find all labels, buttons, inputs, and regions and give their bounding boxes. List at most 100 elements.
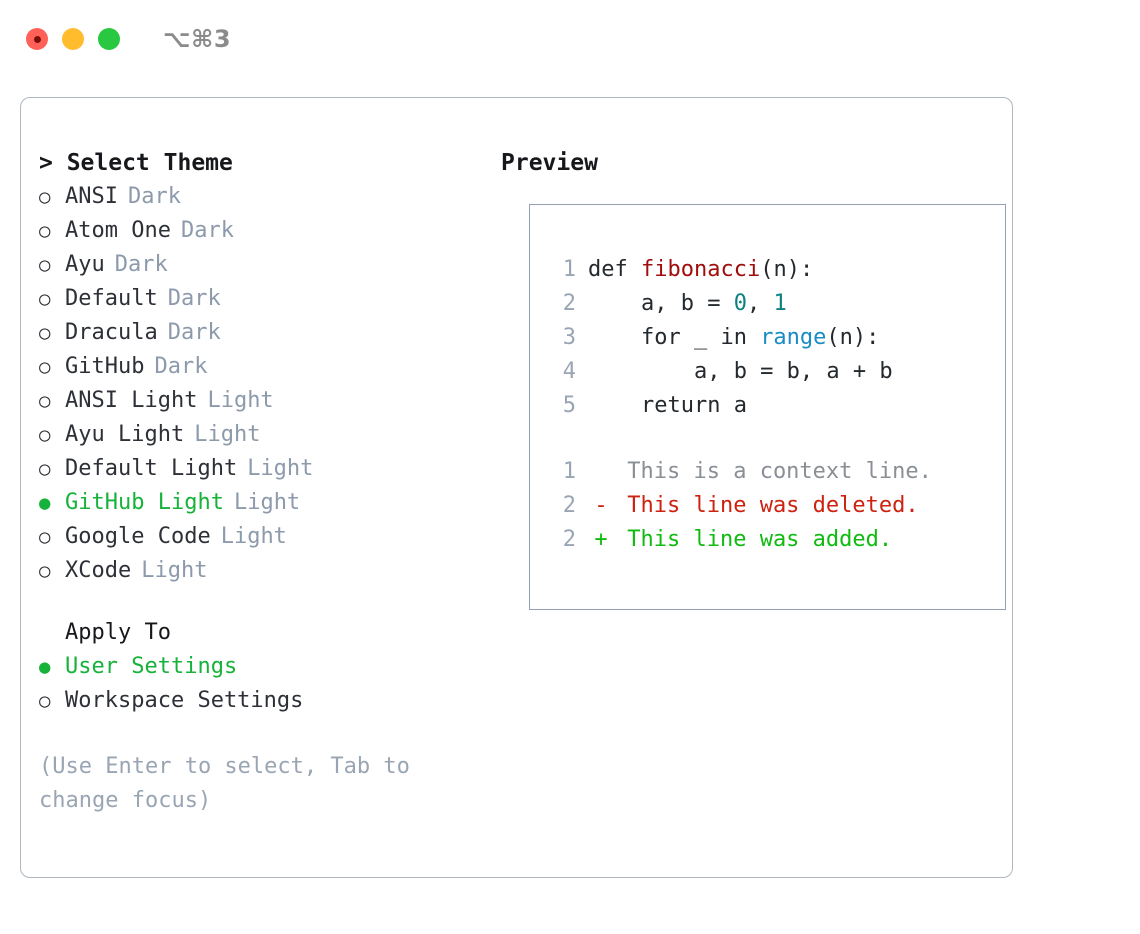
theme-variant-label: Light	[247, 456, 314, 481]
line-number: 1	[562, 459, 576, 484]
theme-list-item[interactable]: ○ Default Dark	[39, 282, 479, 316]
radio-unselected-icon: ○	[39, 690, 51, 712]
radio-unselected-icon: ○	[39, 186, 51, 208]
radio-unselected-icon: ○	[39, 560, 51, 582]
theme-list-item[interactable]: ○ Ayu Light Light	[39, 418, 479, 452]
theme-name-label: Ayu	[65, 252, 105, 277]
theme-list-item[interactable]: ○ GitHub Dark	[39, 350, 479, 384]
theme-variant-label: Dark	[154, 354, 208, 379]
apply-to-option-label: User Settings	[65, 654, 238, 679]
code-token: fibonacci	[640, 257, 761, 282]
diff-sign: -	[594, 493, 608, 518]
theme-variant-label: Light	[233, 490, 301, 515]
radio-unselected-icon: ○	[39, 424, 51, 446]
radio-unselected-icon: ○	[39, 356, 51, 378]
close-window-icon[interactable]	[26, 28, 48, 50]
theme-name-label: GitHub Light	[65, 490, 224, 515]
diff-text: This line was deleted.	[614, 493, 919, 518]
radio-unselected-icon: ○	[39, 220, 51, 242]
preview-heading: Preview	[501, 150, 598, 176]
apply-to-options[interactable]: ●User Settings ○ Workspace Settings	[39, 650, 479, 718]
diff-sign: +	[594, 527, 608, 552]
apply-to-option[interactable]: ●User Settings	[39, 650, 479, 684]
code-token: def	[588, 257, 641, 282]
code-line: 2 a, b = 0, 1	[546, 287, 1005, 321]
diff-line-del: 2- This line was deleted.	[546, 489, 1005, 523]
theme-variant-label: Dark	[167, 286, 221, 311]
theme-variant-label: Dark	[167, 320, 221, 345]
theme-list-item[interactable]: ○ XCode Light	[39, 554, 479, 588]
code-token: 1	[773, 291, 787, 316]
line-number: 4	[562, 359, 576, 384]
theme-list-item[interactable]: ○ Ayu Dark	[39, 248, 479, 282]
code-token: return a	[588, 393, 747, 418]
theme-name-label: GitHub	[65, 354, 145, 379]
code-token: for _ in	[588, 325, 761, 350]
select-theme-heading: > Select Theme	[39, 150, 233, 176]
radio-unselected-icon: ○	[39, 288, 51, 310]
theme-name-label: Atom One	[65, 218, 171, 243]
theme-name-label: XCode	[65, 558, 132, 583]
keyboard-hint-text: (Use Enter to select, Tab to change focu…	[39, 754, 410, 813]
code-line: 4 a, b = b, a + b	[546, 355, 1005, 389]
diff-text: This line was added.	[614, 527, 893, 552]
theme-variant-label: Dark	[114, 252, 168, 277]
theme-name-label: Google Code	[65, 524, 211, 549]
theme-name-label: Default	[65, 286, 158, 311]
code-token: a, b = b, a + b	[588, 359, 893, 384]
radio-unselected-icon: ○	[39, 322, 51, 344]
theme-variant-label: Dark	[127, 184, 181, 209]
diff-line-add: 2 + This line was added.	[546, 523, 1005, 557]
diff-block: 1 This is a context line.2- This line wa…	[546, 455, 1005, 557]
diff-line-context: 1 This is a context line.	[546, 455, 1005, 489]
theme-list-item[interactable]: ○ Google Code Light	[39, 520, 479, 554]
line-number: 5	[562, 393, 576, 418]
minimize-window-icon[interactable]	[62, 28, 84, 50]
radio-selected-icon: ●	[39, 492, 51, 514]
title-bar: ⌥⌘3	[0, 0, 1140, 78]
code-token: a, b =	[588, 291, 734, 316]
apply-to-option-label: Workspace Settings	[65, 688, 304, 713]
line-number: 2	[562, 527, 576, 552]
diff-sign	[588, 455, 614, 489]
theme-list-item[interactable]: ● GitHub Light Light	[39, 486, 479, 520]
radio-unselected-icon: ○	[39, 254, 51, 276]
theme-list-item[interactable]: ○ ANSI Dark	[39, 180, 479, 214]
theme-list-item[interactable]: ○ Atom One Dark	[39, 214, 479, 248]
apply-to-section: Apply To ●User Settings ○ Workspace Settin…	[39, 616, 479, 718]
code-token: ,	[746, 291, 774, 316]
theme-name-label: Dracula	[65, 320, 158, 345]
theme-variant-label: Light	[141, 558, 208, 583]
code-token: range	[760, 325, 827, 350]
maximize-window-icon[interactable]	[98, 28, 120, 50]
radio-unselected-icon: ○	[39, 390, 51, 412]
radio-unselected-icon: ○	[39, 526, 51, 548]
apply-to-option[interactable]: ○ Workspace Settings	[39, 684, 479, 718]
line-number: 2	[562, 493, 576, 518]
theme-variant-label: Dark	[180, 218, 234, 243]
code-token: (n):	[760, 257, 814, 282]
theme-name-label: Ayu Light	[65, 422, 185, 447]
theme-variant-label: Light	[220, 524, 287, 549]
theme-name-label: ANSI Light	[65, 388, 198, 413]
theme-name-label: ANSI	[65, 184, 118, 209]
code-token: (n):	[826, 325, 880, 350]
line-number: 2	[562, 291, 576, 316]
code-line: 5 return a	[546, 389, 1005, 423]
apply-to-heading: Apply To	[65, 620, 171, 645]
radio-unselected-icon: ○	[39, 458, 51, 480]
code-token: 0	[733, 291, 747, 316]
theme-list-item[interactable]: ○ Dracula Dark	[39, 316, 479, 350]
theme-variant-label: Light	[194, 422, 261, 447]
